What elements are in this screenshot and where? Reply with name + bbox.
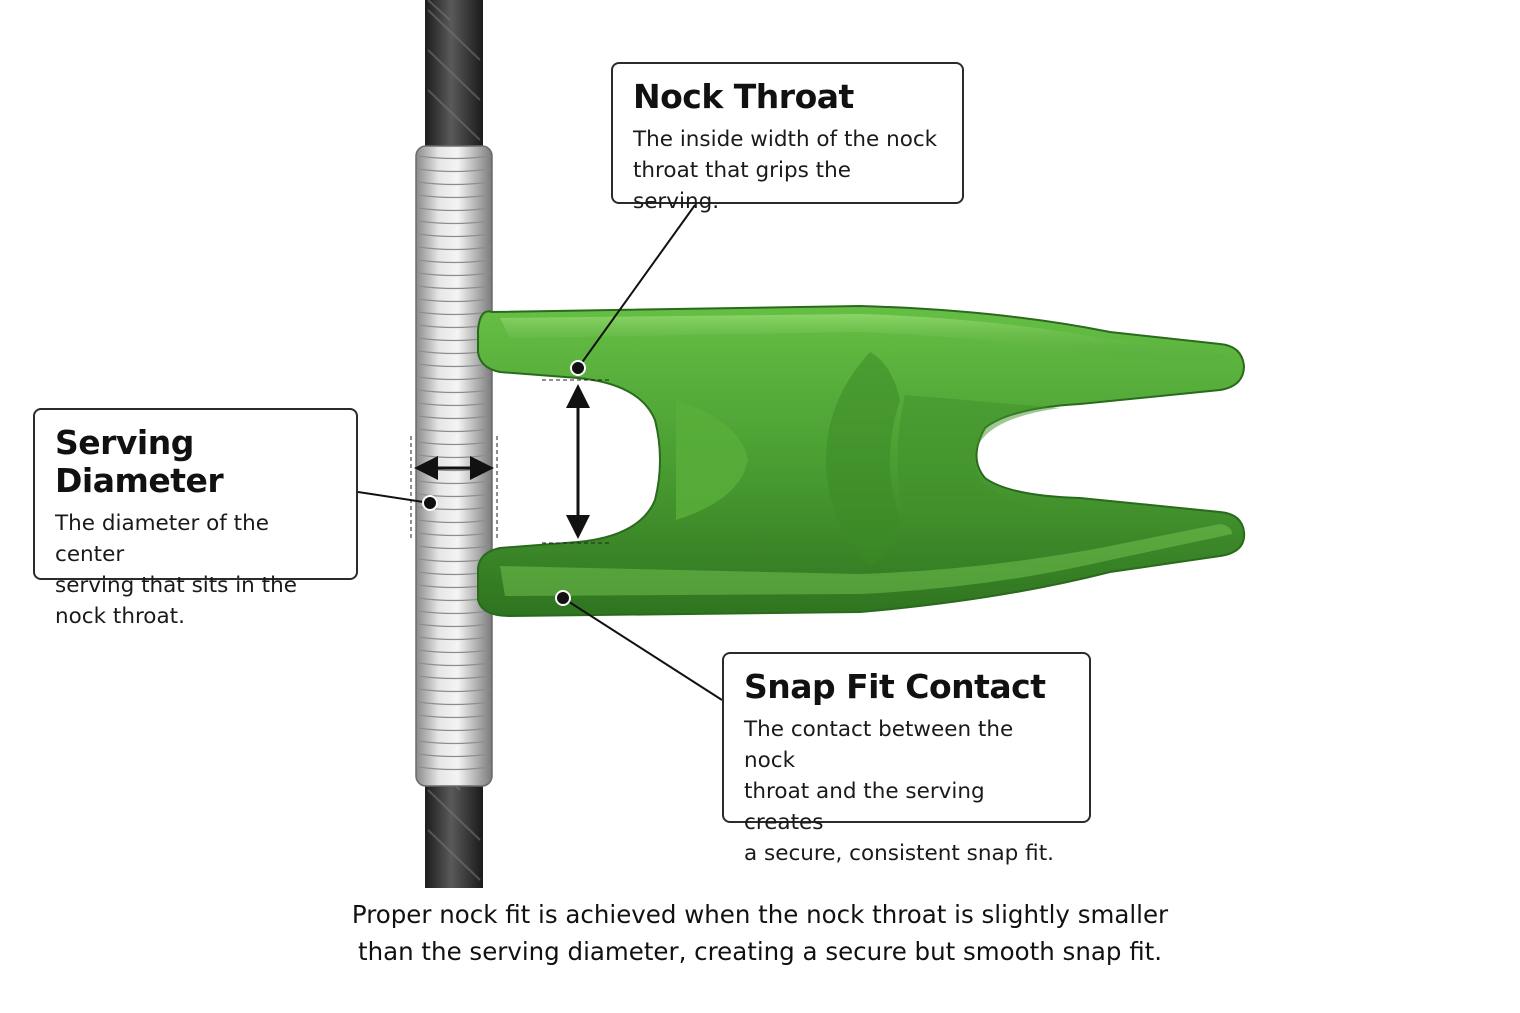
callout-title: Snap Fit Contact xyxy=(744,667,1046,706)
serving-wrap-line xyxy=(417,636,491,641)
serving-wrap-line xyxy=(417,272,491,277)
callout-nock-throat: Nock Throat The inside width of the nock… xyxy=(611,62,964,214)
serving-wrap-line xyxy=(417,246,491,251)
center-serving xyxy=(415,145,493,787)
serving-wrap-line xyxy=(417,545,491,550)
serving-wrap-line xyxy=(417,623,491,628)
serving-wrap-line xyxy=(417,259,491,264)
serving-wrap-line xyxy=(417,519,491,524)
serving-wrap-line xyxy=(417,480,491,485)
callout-text: The inside width of the nock throat that… xyxy=(633,126,938,214)
serving-wrap-line xyxy=(417,207,491,212)
callout-title: Serving Diameter xyxy=(55,423,224,500)
serving-wrap-line xyxy=(417,220,491,225)
leader-dot-snap-fit xyxy=(555,590,571,606)
serving-wrap-line xyxy=(417,662,491,667)
callout-title: Nock Throat xyxy=(633,77,854,116)
serving-wrap-line xyxy=(417,155,491,160)
serving-wrap-line xyxy=(417,701,491,706)
leader-lines xyxy=(357,204,723,701)
serving-wrap-line xyxy=(417,233,491,238)
serving-wrap-line xyxy=(417,753,491,758)
nock-throat-dimension xyxy=(542,379,612,544)
serving-wrap-line xyxy=(417,194,491,199)
serving-wrap-line xyxy=(417,675,491,680)
serving-wrap-line xyxy=(417,415,491,420)
serving-wrap-line xyxy=(417,285,491,290)
leader-dot-serving xyxy=(422,495,438,511)
serving-wrap-line xyxy=(417,493,491,498)
leader-nock-throat xyxy=(577,204,696,369)
serving-diameter-dimension xyxy=(410,436,498,540)
serving-wrap-line xyxy=(417,389,491,394)
leader-dot-nock-throat xyxy=(570,360,586,376)
serving-wrap-line xyxy=(417,168,491,173)
serving-wrap-line xyxy=(417,766,491,771)
callout-text: The contact between the nock throat and … xyxy=(744,716,1054,866)
serving-wrap-line xyxy=(417,727,491,732)
serving-wrap-line xyxy=(417,441,491,446)
serving-wrap-line xyxy=(417,532,491,537)
callout-serving-diameter: Serving Diameter The diameter of the cen… xyxy=(33,408,358,629)
serving-wrap-line xyxy=(417,402,491,407)
callout-snap-fit-contact: Snap Fit Contact The contact between the… xyxy=(722,652,1091,866)
serving-wrap-line xyxy=(417,376,491,381)
serving-wrap-line xyxy=(417,649,491,654)
serving-wrap-line xyxy=(417,428,491,433)
arrow-nock xyxy=(477,304,1246,618)
leader-snap-fit xyxy=(562,597,723,701)
serving-wrap-line xyxy=(417,714,491,719)
serving-wrap-line xyxy=(417,298,491,303)
callout-text: The diameter of the center serving that … xyxy=(55,510,297,629)
serving-wrap-line xyxy=(417,610,491,615)
diagram-caption: Proper nock fit is achieved when the noc… xyxy=(351,900,1169,966)
serving-wrap-line xyxy=(417,740,491,745)
leader-serving-diameter xyxy=(357,491,431,504)
serving-wrap-line xyxy=(417,688,491,693)
serving-wrap-line xyxy=(417,181,491,186)
